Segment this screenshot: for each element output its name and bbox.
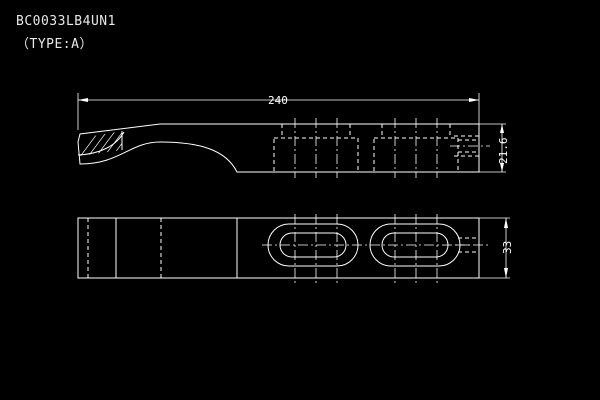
dimension-width: 33: [479, 217, 514, 279]
dimension-height: 21.6: [479, 123, 510, 173]
dimension-length: 240: [77, 93, 480, 130]
length-label: 240: [268, 94, 288, 107]
width-label: 33: [501, 241, 514, 254]
height-label: 21.6: [497, 138, 510, 165]
side-view: [77, 118, 490, 178]
part-number: BC0033LB4UN1: [16, 14, 116, 29]
type-label: （TYPE:A）: [16, 37, 93, 52]
top-view: [77, 214, 490, 284]
